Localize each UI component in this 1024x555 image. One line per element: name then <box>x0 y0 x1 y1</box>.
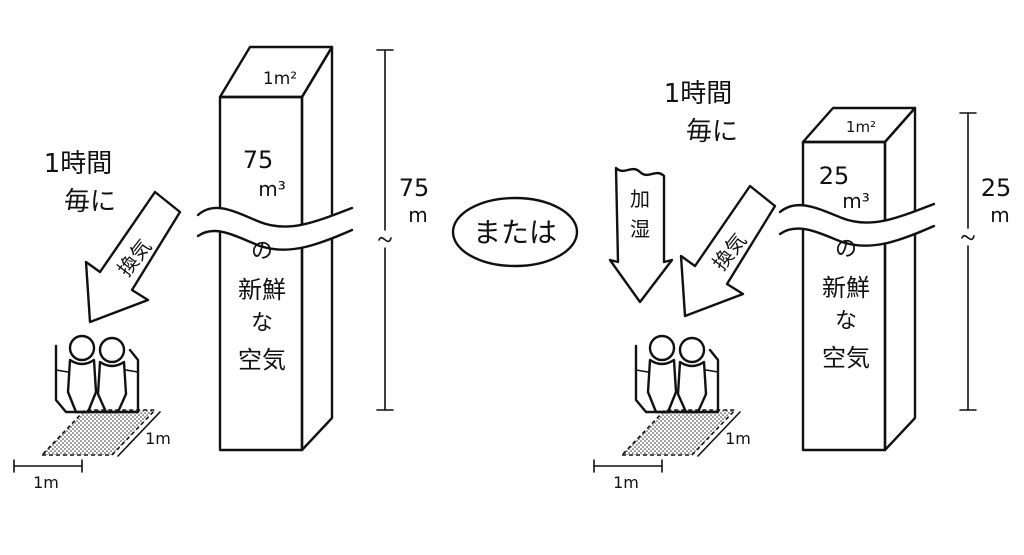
right-height-value: 25 <box>981 174 1012 202</box>
right-pillar-break-line-bottom <box>778 224 936 247</box>
right-person-1-body <box>646 358 678 414</box>
right-seat-bench <box>634 344 720 414</box>
right-person-1-head <box>648 334 676 362</box>
left-pillar-break-line-bottom <box>196 228 354 251</box>
left-pillar-text-air: 空気 <box>238 346 286 374</box>
right-height-dimension: 25 m <box>959 112 1012 411</box>
right-person-2-head <box>678 336 706 364</box>
left-pillar-volume-value: 75 <box>243 146 274 174</box>
or-connector: または <box>451 196 579 268</box>
right-arrow-label: 換気 <box>708 229 752 275</box>
right-pillar-volume-unit: m³ <box>842 189 870 213</box>
right-humidify-arrow-shape <box>608 166 674 304</box>
left-arrow-shape <box>84 190 182 324</box>
or-ellipse <box>451 196 579 268</box>
left-pillar-front-face <box>218 95 304 452</box>
right-pillar-side-face <box>883 106 917 452</box>
right-pillar-text-fresh: 新鮮 <box>822 274 870 302</box>
left-seated-people <box>54 334 140 414</box>
right-pillar-top-label: 1m² <box>846 118 876 136</box>
right-pillar-front-face <box>801 140 887 452</box>
right-ventilation-arrow: 換気 <box>679 184 777 318</box>
left-height-unit: m <box>408 203 427 227</box>
right-arrow-shape <box>679 184 777 318</box>
or-label: または <box>473 216 557 249</box>
right-pillar-volume-value: 25 <box>819 162 850 190</box>
left-person-2-body <box>96 360 128 414</box>
left-floor-depth-label: 1m <box>145 429 171 448</box>
right-pillar-break-band <box>780 204 934 246</box>
left-height-value: 75 <box>399 174 430 202</box>
left-arrow-label: 換気 <box>113 235 157 281</box>
left-interval-label-2: 毎に <box>64 187 116 217</box>
left-pillar-text-fresh: 新鮮 <box>238 276 286 304</box>
right-interval-label-1: 1時間 <box>664 79 733 109</box>
left-pillar-side-face <box>300 45 334 452</box>
left-person-1-head <box>68 334 96 362</box>
left-floor-square <box>40 409 157 456</box>
left-interval-label-1: 1時間 <box>44 149 113 179</box>
left-scene: 1m² 75 m³ の 新鮮 な 空気 75 m 1時間 毎に 換気 <box>13 45 430 492</box>
right-humidify-arrow: 加 湿 <box>608 166 674 304</box>
right-humidify-label-1: 加 <box>630 187 650 211</box>
right-interval-label-2: 毎に <box>686 117 738 147</box>
left-pillar-text-na: な <box>251 311 273 336</box>
left-height-dimension: 75 m <box>376 49 430 411</box>
right-floor-depth-label: 1m <box>725 429 751 448</box>
right-air-pillar: 1m² 25 m³ の 新鮮 な 空気 <box>778 106 936 452</box>
right-person-2-body <box>676 360 708 414</box>
right-pillar-text-na: な <box>835 309 857 334</box>
right-floor-square <box>620 409 737 456</box>
right-scene: 1m² 25 m³ の 新鮮 な 空気 25 m 1時間 毎に 加 湿 <box>593 79 1012 492</box>
left-seat-bench <box>54 344 140 414</box>
left-pillar-volume-unit: m³ <box>258 177 286 201</box>
right-floor-width-label: 1m <box>613 473 639 492</box>
right-seated-people <box>634 334 720 414</box>
left-person-2-head <box>98 336 126 364</box>
left-person-1-body <box>66 358 98 414</box>
left-pillar-break-line-top <box>196 206 354 228</box>
left-pillar-text-no: の <box>251 239 273 264</box>
right-pillar-text-air: 空気 <box>822 344 870 372</box>
right-floor-area: 1m 1m <box>593 409 751 492</box>
left-pillar-break-band <box>198 207 352 250</box>
left-floor-area: 1m 1m <box>13 409 171 492</box>
left-pillar-top-label: 1m² <box>263 69 297 89</box>
left-floor-width-label: 1m <box>33 473 59 492</box>
right-pillar-break-line-top <box>778 202 936 224</box>
right-humidify-label-2: 湿 <box>630 217 650 241</box>
left-air-pillar: 1m² 75 m³ の 新鮮 な 空気 <box>196 45 354 452</box>
right-pillar-text-no: の <box>835 237 857 262</box>
right-height-unit: m <box>990 203 1009 227</box>
